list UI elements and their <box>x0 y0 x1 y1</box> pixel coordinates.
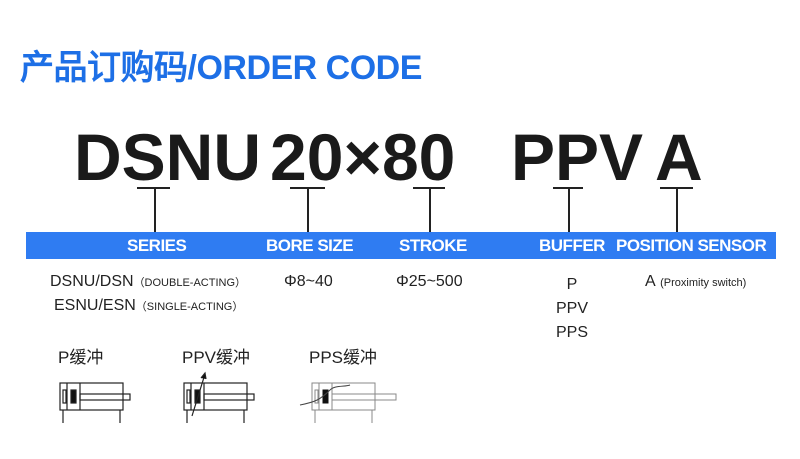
buffer-option: PPS <box>555 324 588 341</box>
code-bore-stroke: 20×80 <box>270 120 456 194</box>
cylinder-pps-icon <box>299 382 397 423</box>
series-note: （SINGLE-ACTING） <box>135 301 244 313</box>
code-buffer: PPV <box>511 120 644 194</box>
header-bore-size: BORE SIZE <box>266 236 354 255</box>
diagram-label-pps: PPS缓冲 <box>309 348 378 367</box>
diagram-label-p: P缓冲 <box>58 348 104 367</box>
cylinder-ppv-icon <box>183 371 255 423</box>
header-series: SERIES <box>127 236 187 255</box>
header-bar <box>26 232 776 259</box>
sensor-code: A <box>645 273 656 290</box>
series-row: DSNU/DSN（DOUBLE-ACTING） <box>50 273 246 291</box>
divider <box>137 187 170 189</box>
series-code: DSNU/DSN <box>50 273 134 290</box>
series-row: ESNU/ESN（SINGLE-ACTING） <box>54 297 243 315</box>
series-note: （DOUBLE-ACTING） <box>133 277 247 289</box>
buffer-option: P <box>566 276 578 293</box>
sensor-note: (Proximity switch) <box>660 277 747 289</box>
bore-range: Φ8~40 <box>284 273 333 290</box>
divider <box>307 187 309 232</box>
code-series: DSNU <box>74 120 262 194</box>
divider <box>429 187 431 232</box>
cylinder-p-icon <box>59 382 131 423</box>
stroke-range: Φ25~500 <box>396 273 463 290</box>
divider <box>676 187 678 232</box>
cylinder-diagrams <box>59 371 397 423</box>
buffer-options: P PPV PPS <box>540 273 604 345</box>
page-title: 产品订购码/ORDER CODE <box>20 49 422 87</box>
header-stroke: STROKE <box>399 236 467 255</box>
header-position-sensor: POSITION SENSOR <box>616 236 767 255</box>
divider <box>154 187 156 232</box>
sensor-row: A (Proximity switch) <box>645 273 746 291</box>
divider <box>568 187 570 232</box>
buffer-option: PPV <box>555 300 588 317</box>
header-buffer: BUFFER <box>539 236 605 255</box>
series-code: ESNU/ESN <box>54 297 136 314</box>
code-sensor: A <box>655 120 703 194</box>
diagram-label-ppv: PPV缓冲 <box>182 348 251 367</box>
